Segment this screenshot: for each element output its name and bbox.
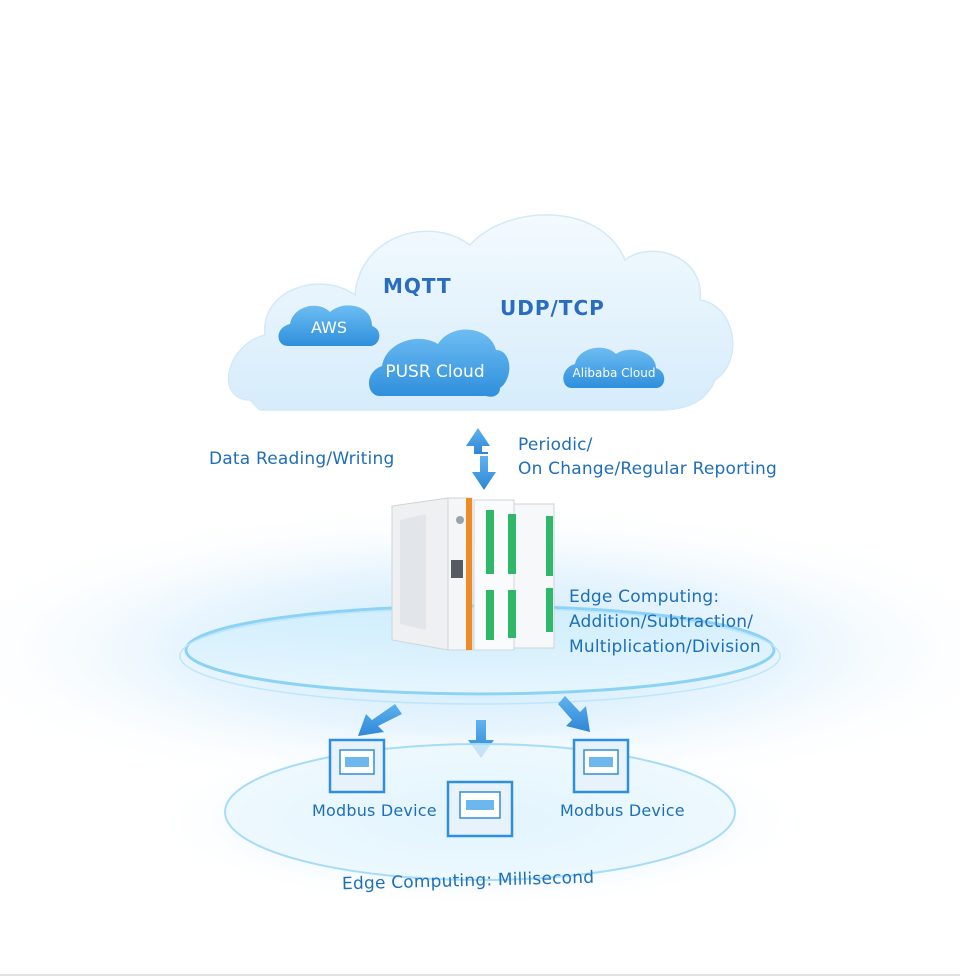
arrow-right-device-icon <box>558 696 590 732</box>
modbus-device-left-icon <box>328 738 386 794</box>
edge-computing-ops-2: Multiplication/Division <box>569 637 761 657</box>
modbus-device-right-label: Modbus Device <box>560 801 685 820</box>
modbus-device-left-label: Modbus Device <box>312 801 437 820</box>
up-down-arrow-icon <box>466 428 496 490</box>
reporting-label: On Change/Regular Reporting <box>518 459 778 479</box>
alibaba-cloud-pill <box>563 347 665 388</box>
pusr-cloud-pill <box>369 329 510 397</box>
modbus-device-right-icon <box>572 738 630 794</box>
periodic-label: Periodic/ <box>518 435 593 455</box>
edge-gateway-device <box>391 497 555 651</box>
mqtt-label: MQTT <box>383 274 452 298</box>
gateway-ring <box>179 604 781 705</box>
edge-computing-ops-1: Addition/Subtraction/ <box>569 612 754 632</box>
udp-tcp-label: UDP/TCP <box>500 296 605 320</box>
modbus-device-center-icon <box>446 780 514 838</box>
edge-computing-title: Edge Computing: <box>569 587 720 607</box>
arrow-left-device-icon <box>358 704 402 736</box>
pusr-cloud-label: PUSR Cloud <box>385 362 485 382</box>
data-reading-writing-label: Data Reading/Writing <box>209 449 395 469</box>
aws-label: AWS <box>310 318 348 337</box>
aws-cloud-pill <box>278 305 380 346</box>
alibaba-cloud-label: Alibaba Cloud <box>572 366 656 380</box>
